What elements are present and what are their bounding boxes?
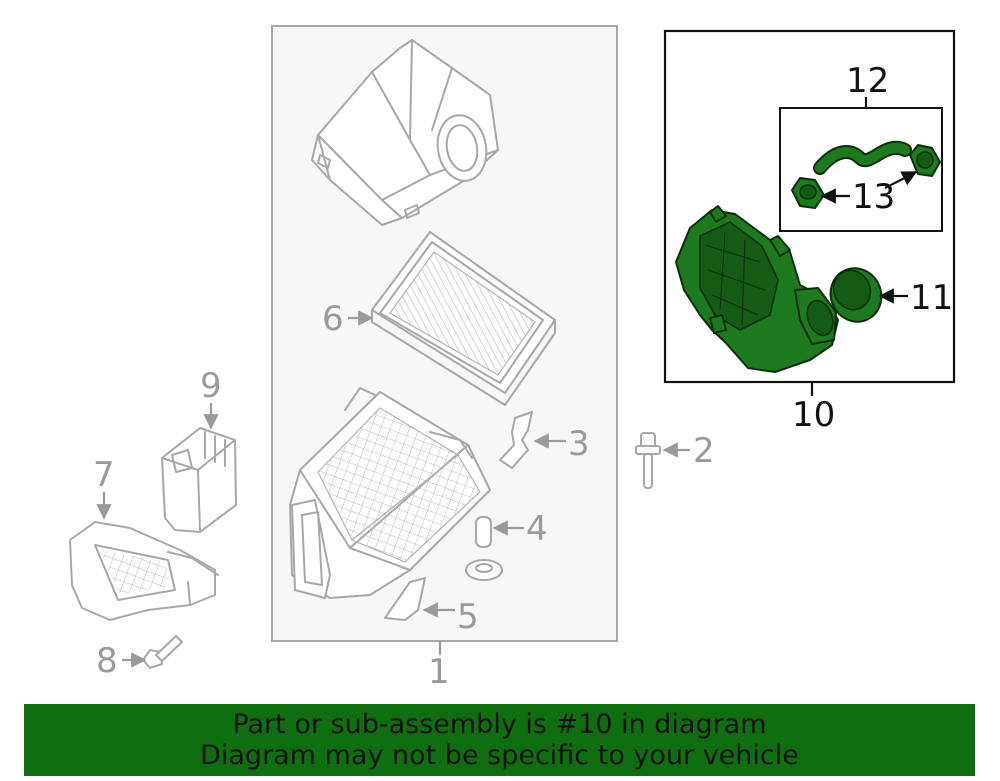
- air-cleaner-cover: [311, 39, 499, 226]
- resonator-bracket-7: [69, 521, 219, 621]
- callout-3: 3: [568, 424, 590, 464]
- bracket-5: [384, 577, 426, 621]
- assembly-12-frame: [779, 107, 943, 232]
- callout-7: 7: [93, 455, 115, 495]
- callout-6: 6: [322, 299, 344, 339]
- callout-1: 1: [428, 652, 450, 692]
- cap-11: [829, 267, 883, 323]
- bolt-2: [635, 432, 661, 489]
- callout-5: 5: [457, 597, 479, 637]
- callout-13: 13: [852, 177, 895, 217]
- callout-4: 4: [526, 509, 548, 549]
- banner-line-1: Part or sub-assembly is #10 in diagram: [232, 709, 767, 740]
- callout-leaders: [96, 97, 918, 668]
- banner-line-2: Diagram may not be specific to your vehi…: [200, 740, 799, 771]
- info-banner: Part or sub-assembly is #10 in diagram D…: [24, 704, 975, 776]
- sensor-module-9: [161, 427, 237, 533]
- bolt-8: [142, 635, 183, 669]
- clamp-13-right: [909, 144, 941, 177]
- callout-2: 2: [693, 431, 715, 471]
- callout-11: 11: [910, 278, 953, 318]
- grommet-4: [465, 516, 503, 581]
- bracket-3: [499, 411, 533, 469]
- callout-12: 12: [846, 61, 889, 101]
- callout-8: 8: [96, 641, 118, 681]
- air-filter-element: [371, 231, 556, 406]
- callout-9: 9: [200, 366, 222, 406]
- callout-10: 10: [792, 395, 835, 435]
- air-cleaner-lower-housing: [289, 387, 491, 599]
- air-intake-duct-10: [675, 205, 839, 373]
